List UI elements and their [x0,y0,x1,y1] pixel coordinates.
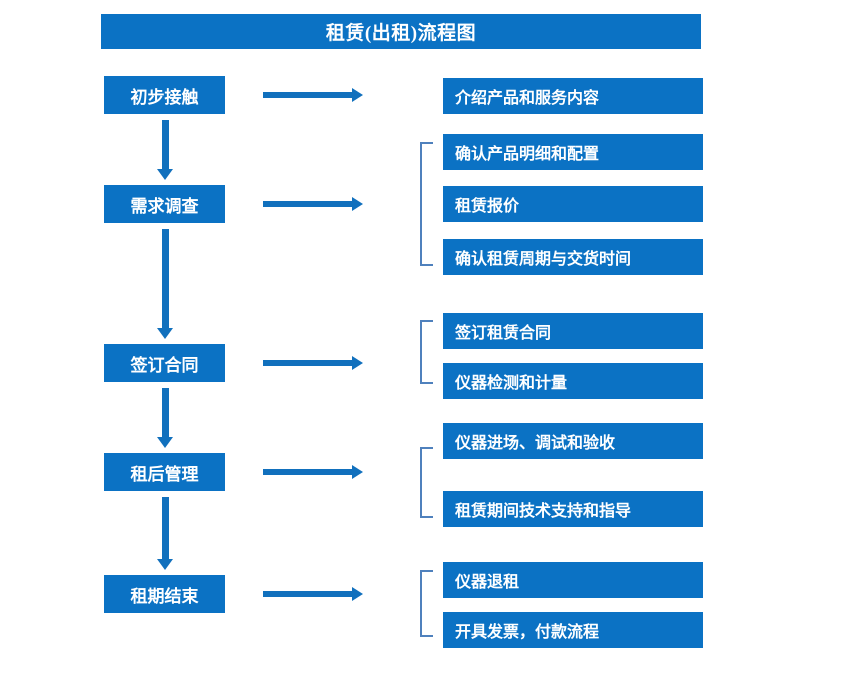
horizontal-arrow-1 [263,88,363,102]
horizontal-arrow-2 [263,197,363,211]
horizontal-arrow-3 [263,356,363,370]
detail-box-g1-1[interactable]: 介绍产品和服务内容 [443,78,703,114]
detail-box-g3-1[interactable]: 签订租赁合同 [443,313,703,349]
group-bracket-4 [420,447,433,518]
detail-box-g5-1[interactable]: 仪器退租 [443,562,703,598]
vertical-arrow-1-to-2 [157,120,173,180]
stage-box-2[interactable]: 需求调查 [104,185,225,223]
horizontal-arrow-5 [263,587,363,601]
detail-box-g4-2[interactable]: 租赁期间技术支持和指导 [443,491,703,527]
horizontal-arrow-4 [263,465,363,479]
group-bracket-3 [420,320,433,384]
stage-box-4[interactable]: 租后管理 [104,453,225,491]
stage-box-3[interactable]: 签订合同 [104,344,225,382]
detail-box-g2-1[interactable]: 确认产品明细和配置 [443,134,703,170]
group-bracket-5 [420,570,433,637]
detail-box-g5-2[interactable]: 开具发票，付款流程 [443,612,703,648]
vertical-arrow-4-to-5 [157,497,173,570]
stage-box-1[interactable]: 初步接触 [104,76,225,114]
vertical-arrow-2-to-3 [157,229,173,339]
stage-box-5[interactable]: 租期结束 [104,575,225,613]
detail-box-g2-2[interactable]: 租赁报价 [443,186,703,222]
detail-box-g2-3[interactable]: 确认租赁周期与交货时间 [443,239,703,275]
detail-box-g4-1[interactable]: 仪器进场、调试和验收 [443,423,703,459]
detail-box-g3-2[interactable]: 仪器检测和计量 [443,363,703,399]
group-bracket-2 [420,142,433,266]
vertical-arrow-3-to-4 [157,388,173,448]
flowchart-title: 租赁(出租)流程图 [101,14,701,49]
